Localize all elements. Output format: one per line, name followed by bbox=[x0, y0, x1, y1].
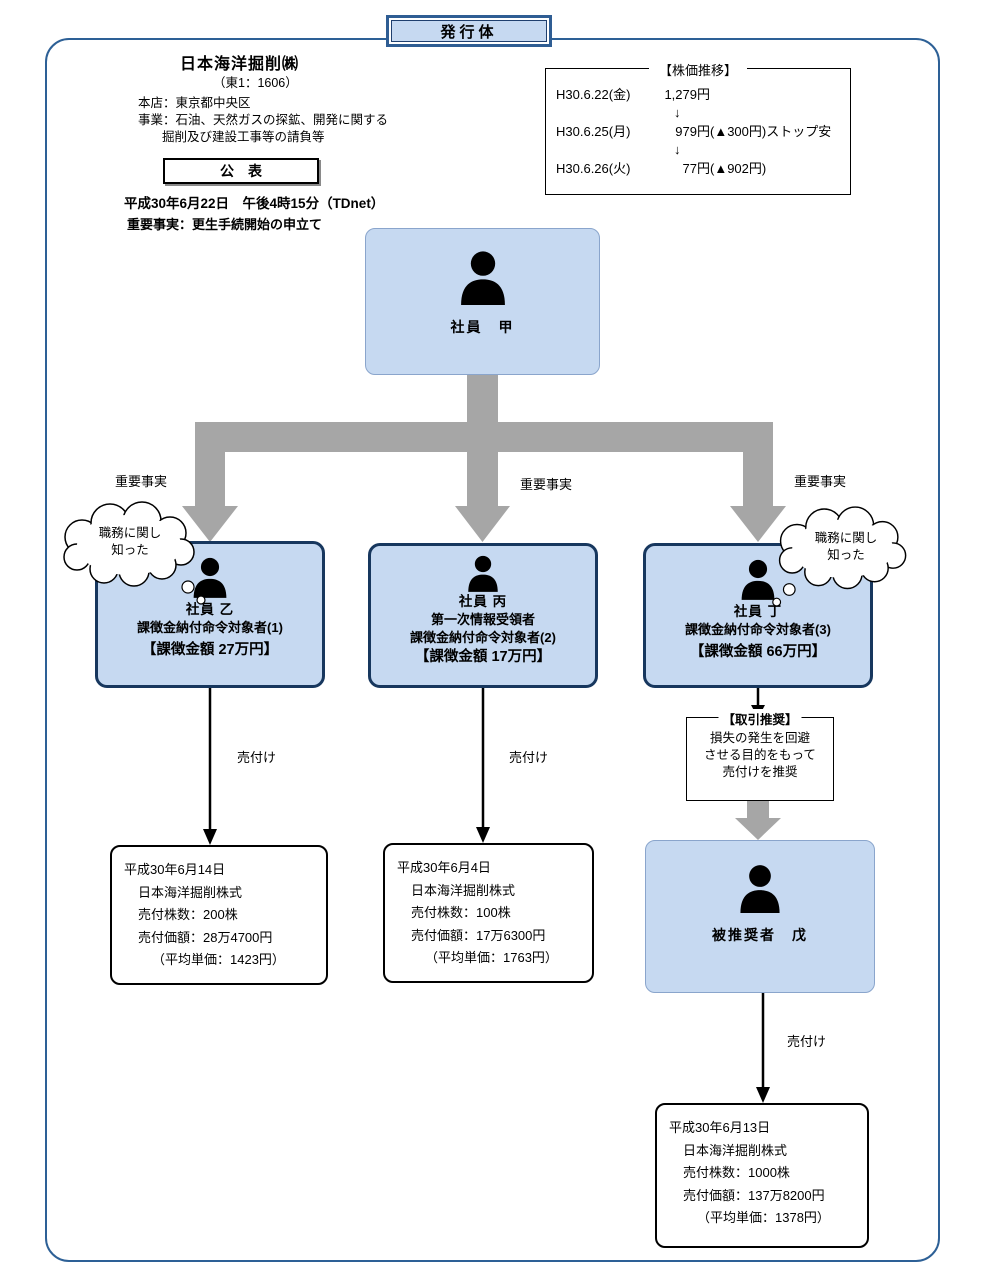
trade-box-bo: 平成30年6月13日 日本海洋掘削株式 売付株数：1000株 売付価額：137万… bbox=[655, 1103, 869, 1248]
trade-avg: （平均単価：1763円） bbox=[425, 950, 558, 965]
sell-label-otsu: 売付け bbox=[237, 750, 277, 765]
stock-price-box: 【株価推移】 H30.6.22(金) 1,279円 ↓ H30.6.25(月) … bbox=[545, 60, 851, 195]
announcement-label: 公 表 bbox=[220, 163, 262, 179]
stock-price-row: H30.6.26(火) 77円 (▲902円) bbox=[546, 159, 850, 178]
stock-date: H30.6.26(火) bbox=[556, 161, 631, 176]
trade-avg: （平均単価：1423円） bbox=[152, 952, 285, 967]
stock-price: 1,279円 bbox=[664, 87, 710, 102]
recipient-hei-role1: 第一次情報受領者 bbox=[430, 612, 535, 627]
trade-date: 平成30年6月13日 bbox=[669, 1120, 771, 1135]
stock-date: H30.6.22(金) bbox=[556, 87, 631, 102]
down-arrow-icon: ↓ bbox=[674, 105, 681, 120]
stock-price: 77円 bbox=[682, 161, 710, 176]
recommendation-line3: 売付けを推奨 bbox=[722, 765, 798, 779]
recommended-box: 被推奨者 戊 bbox=[645, 840, 875, 993]
stock-price-row: H30.6.25(月) 979円 (▲300円)ストップ安 bbox=[546, 122, 850, 141]
fact-label-left: 重要事実 bbox=[113, 471, 170, 490]
business-line2: 掘削及び建設工事等の請負等 bbox=[162, 130, 325, 144]
thought-bubble-right: 職務に関し 知った bbox=[766, 500, 926, 615]
fact-label-right: 重要事実 bbox=[792, 471, 849, 490]
trade-box-hei: 平成30年6月4日 日本海洋掘削株式 売付株数：100株 売付価額：17万630… bbox=[383, 843, 594, 983]
recipient-tei-penalty: 【課徴金額 66万円】 bbox=[689, 644, 827, 660]
recipient-tei-role: 課徴金納付命令対象者(3) bbox=[685, 622, 831, 637]
tipper-name: 社員 甲 bbox=[450, 319, 515, 335]
person-icon bbox=[468, 555, 498, 592]
thought-text: 職務に関し 知った bbox=[776, 530, 916, 564]
trade-stock: 日本海洋掘削株式 bbox=[411, 882, 516, 898]
recommended-name: 被推奨者 戊 bbox=[712, 927, 808, 943]
thought-line2: 知った bbox=[111, 543, 149, 557]
recommendation-line1: 損失の発生を回避 bbox=[709, 731, 810, 745]
recipient-hei-box: 社員 丙 第一次情報受領者 課徴金納付命令対象者(2) 【課徴金額 17万円】 bbox=[368, 543, 598, 688]
person-icon bbox=[193, 557, 227, 598]
announcement-label-box: 公 表 bbox=[163, 158, 319, 184]
recommendation-body: 損失の発生を回避 させる目的をもって 売付けを推奨 bbox=[687, 718, 833, 781]
thought-line2: 知った bbox=[827, 548, 865, 562]
stock-price-row: H30.6.22(金) 1,279円 bbox=[546, 85, 850, 104]
recommendation-line2: させる目的をもって bbox=[704, 748, 816, 762]
trade-date: 平成30年6月4日 bbox=[397, 860, 491, 875]
recommendation-title: 【取引推奨】 bbox=[718, 709, 802, 728]
stock-note: (▲300円)ストップ安 bbox=[710, 124, 832, 139]
trade-avg: （平均単価：1378円） bbox=[697, 1210, 830, 1225]
down-arrow-icon: ↓ bbox=[674, 142, 681, 157]
trade-date: 平成30年6月14日 bbox=[124, 862, 226, 877]
recipient-hei-penalty: 【課徴金額 17万円】 bbox=[414, 649, 552, 665]
announcement-datetime: 平成30年6月22日 午後4時15分（TDnet） bbox=[124, 196, 385, 211]
head-office: 本店：東京都中央区 bbox=[138, 96, 251, 110]
company-ticker: （東1：1606） bbox=[213, 76, 298, 90]
recommendation-box: 【取引推奨】 損失の発生を回避 させる目的をもって 売付けを推奨 bbox=[686, 709, 834, 801]
recipient-hei-role2: 課徴金納付命令対象者(2) bbox=[410, 630, 556, 645]
thought-bubble-left: 職務に関し 知った bbox=[50, 495, 215, 613]
issuer-tag: 発行体 bbox=[386, 15, 552, 47]
thought-line1: 職務に関し bbox=[98, 526, 162, 540]
trade-amount: 売付価額：28万4700円 bbox=[138, 929, 273, 945]
trade-shares: 売付株数：200株 bbox=[138, 907, 238, 922]
trade-shares: 売付株数：100株 bbox=[411, 905, 511, 920]
recipient-hei-name: 社員 丙 bbox=[458, 594, 508, 609]
trade-box-otsu: 平成30年6月14日 日本海洋掘削株式 売付株数：200株 売付価額：28万47… bbox=[110, 845, 328, 985]
business-line1: 事業：石油、天然ガスの探鉱、開発に関する bbox=[138, 113, 389, 127]
person-icon bbox=[740, 865, 780, 913]
person-icon bbox=[460, 251, 505, 305]
recipient-tei-name: 社員 丁 bbox=[733, 604, 783, 619]
stock-price: 979円 bbox=[675, 124, 710, 139]
trade-stock: 日本海洋掘削株式 bbox=[683, 1142, 788, 1158]
thought-text: 職務に関し 知った bbox=[60, 525, 200, 559]
recipient-otsu-role: 課徴金納付命令対象者(1) bbox=[137, 620, 283, 635]
tipper-box: 社員 甲 bbox=[365, 228, 600, 375]
trade-shares: 売付株数：1000株 bbox=[683, 1165, 790, 1180]
stock-price-body: H30.6.22(金) 1,279円 ↓ H30.6.25(月) 979円 (▲… bbox=[546, 69, 850, 178]
thought-line1: 職務に関し bbox=[814, 531, 878, 545]
stock-date: H30.6.25(月) bbox=[556, 124, 631, 139]
recipient-otsu-penalty: 【課徴金額 27万円】 bbox=[141, 642, 279, 658]
trade-amount: 売付価額：137万8200円 bbox=[683, 1187, 825, 1203]
company-name: 日本海洋掘削㈱ bbox=[180, 56, 300, 73]
thought-bubble-cloud bbox=[772, 506, 907, 607]
trade-amount: 売付価額：17万6300円 bbox=[411, 927, 546, 943]
stock-price-title: 【株価推移】 bbox=[648, 60, 748, 79]
sell-label-hei: 売付け bbox=[509, 750, 549, 765]
issuer-tag-label: 発行体 bbox=[391, 20, 547, 42]
person-icon bbox=[741, 559, 775, 600]
sell-label-bo: 売付け bbox=[787, 1034, 827, 1049]
thought-bubble-cloud bbox=[63, 501, 206, 605]
fact-label-center: 重要事実 bbox=[518, 474, 575, 493]
announcement-fact: 重要事実：更生手続開始の申立て bbox=[127, 217, 323, 232]
stock-note: (▲902円) bbox=[710, 161, 767, 176]
trade-stock: 日本海洋掘削株式 bbox=[138, 884, 243, 900]
recipient-otsu-name: 社員 乙 bbox=[185, 602, 235, 617]
